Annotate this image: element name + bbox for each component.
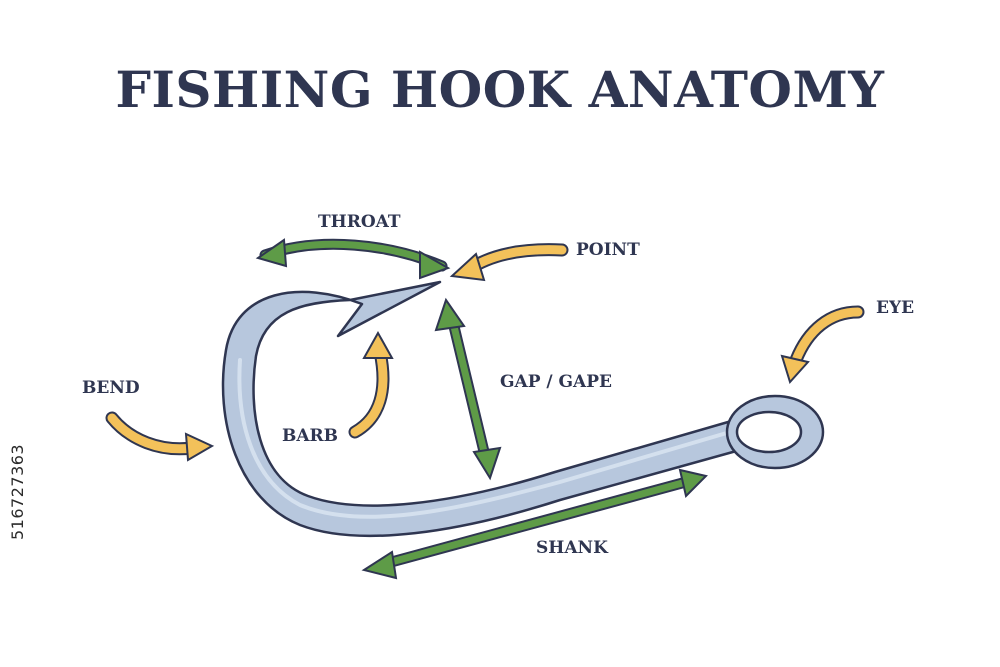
bend-arrow [105, 411, 215, 462]
point-arrow [449, 243, 569, 282]
hook-body [221, 280, 742, 538]
hook-eye [725, 394, 825, 470]
diagram-title: FISHING HOOK ANATOMY [115, 60, 885, 119]
gap-arrow [434, 297, 502, 481]
hook-illustration [221, 280, 825, 538]
label-bend: BEND [82, 378, 140, 398]
stock-id-text: 516727363 [8, 443, 27, 540]
label-throat: THROAT [318, 212, 401, 232]
shank-arrow [361, 468, 708, 580]
barb-arrow [348, 330, 394, 439]
label-shank: SHANK [536, 538, 608, 558]
label-barb: BARB [282, 426, 339, 446]
label-gap: GAP / GAPE [500, 372, 612, 392]
hook-highlight [237, 358, 732, 519]
label-eye: EYE [876, 298, 915, 318]
label-point: POINT [576, 240, 640, 260]
throat-arrow [255, 238, 451, 280]
eye-arrow [780, 305, 865, 384]
